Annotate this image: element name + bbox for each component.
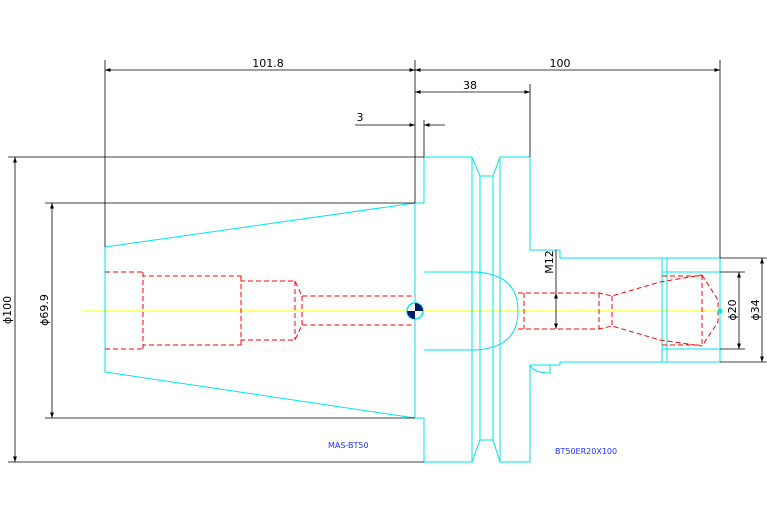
taper-outline: [104, 202, 416, 419]
nose-end-dot: [717, 308, 723, 314]
hidden-taper-bore-lower: [105, 324, 415, 350]
dim-shank-diameter: ϕ100: [1, 296, 14, 324]
dim-taper-diameter: ϕ69.9: [38, 294, 51, 326]
dim-thread: M12: [543, 250, 556, 274]
dim-gap: 3: [357, 111, 364, 124]
hidden-taper-bore: [105, 271, 415, 297]
dim-taper-length: 101.8: [252, 57, 284, 70]
dimension-lines: [8, 60, 767, 463]
dim-overall-length: 100: [550, 57, 571, 70]
dim-38: 38: [463, 79, 477, 92]
gauge-line-marker: [406, 302, 424, 320]
inner-bore-curve: [424, 271, 519, 351]
label-left-part: MAS-BT50: [328, 441, 369, 450]
neck-relief: [529, 364, 551, 374]
part-outline: [104, 156, 721, 463]
dim-bore-diameter: ϕ20: [726, 299, 739, 320]
label-right-part: BT50ER20X100: [555, 447, 617, 456]
dim-nose-diameter: ϕ34: [749, 299, 762, 320]
